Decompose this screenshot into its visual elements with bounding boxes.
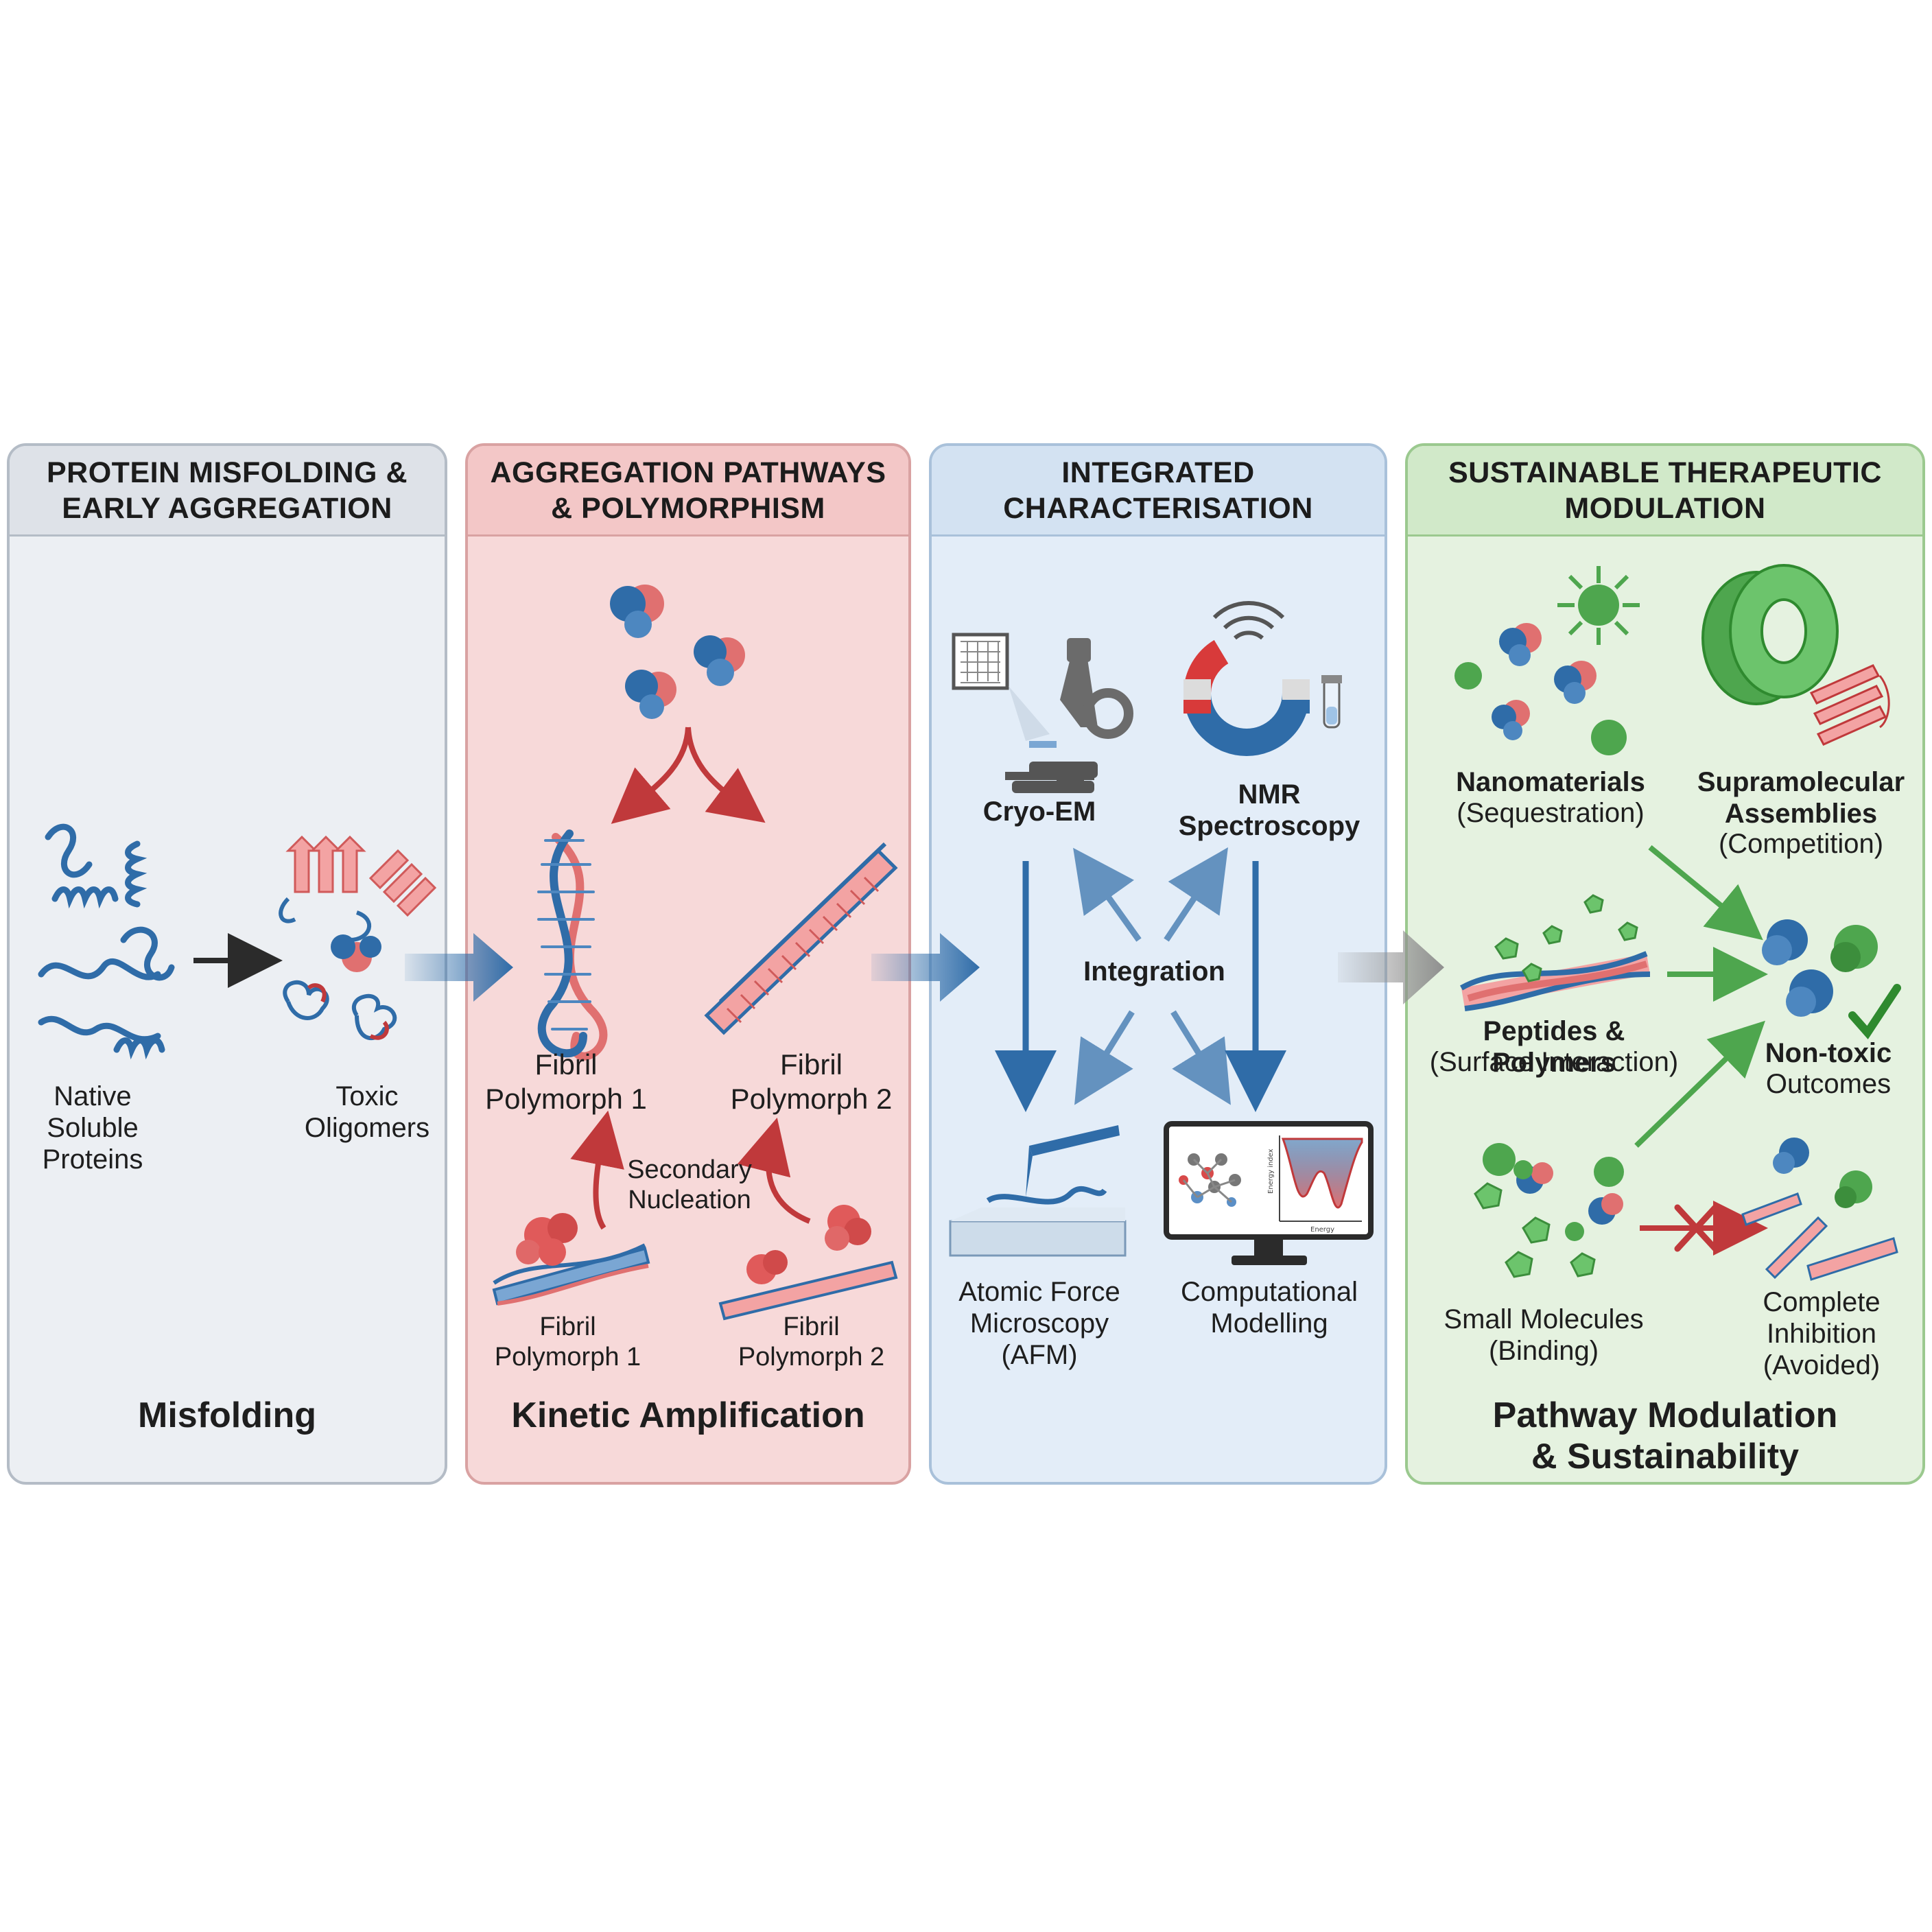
computational-monitor-icon: Energy index Energy xyxy=(1164,1121,1374,1265)
check-icon xyxy=(1848,984,1901,1039)
panel-title: SUSTAINABLE THERAPEUTIC MODULATION xyxy=(1448,456,1882,525)
panel-header: SUSTAINABLE THERAPEUTIC MODULATION xyxy=(1408,446,1922,537)
label-fibril-polymorph-2: Fibril Polymorph 2 xyxy=(730,1048,893,1115)
panel-title: PROTEIN MISFOLDING & EARLY AGGREGATION xyxy=(47,456,408,525)
label-nanomaterials: Nanomaterials xyxy=(1456,767,1645,797)
label-complete-inhibition: Complete Inhibition (Avoided) xyxy=(1763,1287,1881,1380)
flow-arrow-icon xyxy=(405,933,513,1002)
label-integration: Integration xyxy=(1083,956,1225,987)
afm-cantilever-icon xyxy=(949,1125,1127,1257)
branch-arrow-icon xyxy=(611,727,766,824)
flow-arrow-icon xyxy=(871,933,980,1002)
label-supramolecular: Supramolecular Assemblies xyxy=(1697,767,1905,829)
panel-title: INTEGRATED CHARACTERISATION xyxy=(1003,456,1313,525)
toxic-oligomers-icon xyxy=(279,835,437,1041)
flow-arrow-icon xyxy=(1338,930,1444,1004)
label-nanomaterials-sub: (Sequestration) xyxy=(1457,798,1645,828)
label-toxic-oligomers: Toxic Oligomers xyxy=(304,1081,430,1143)
label-supramolecular-sub: (Competition) xyxy=(1718,829,1884,859)
label-computational-modelling: Computational Modelling xyxy=(1181,1277,1358,1339)
non-toxic-clusters-icon xyxy=(1762,919,1878,1017)
panel-title: AGGREGATION PATHWAYS & POLYMORPHISM xyxy=(490,456,886,525)
panel-header: AGGREGATION PATHWAYS & POLYMORPHISM xyxy=(468,446,908,537)
inhibited-fibrils-icon xyxy=(1741,1138,1898,1281)
panel-header: PROTEIN MISFOLDING & EARLY AGGREGATION xyxy=(10,446,445,537)
panel-header: INTEGRATED CHARACTERISATION xyxy=(932,446,1385,537)
footer-pathway-modulation: Pathway Modulation & Sustainability xyxy=(1492,1395,1838,1476)
label-peptides-sub: (Surface Interaction) xyxy=(1429,1047,1679,1077)
native-proteins-icon xyxy=(38,823,175,1060)
nanomaterials-icon xyxy=(1454,566,1640,755)
energy-axis-y-label: Energy index xyxy=(1267,1148,1275,1194)
peptides-fibril-icon xyxy=(1460,894,1651,1011)
panel-characterisation: INTEGRATED CHARACTERISATION xyxy=(929,443,1387,1485)
integration-arrows-icon xyxy=(995,847,1286,1112)
small-molecules-icon xyxy=(1474,1143,1624,1278)
label-non-toxic-sub: Outcomes xyxy=(1765,1069,1892,1099)
cryo-em-microscope-icon xyxy=(952,633,1133,793)
label-cryo-em: Cryo-EM xyxy=(982,797,1096,827)
supramolecular-ring-icon xyxy=(1701,564,1890,746)
nucleation-arrow-icon xyxy=(570,1110,811,1230)
panel-aggregation: AGGREGATION PATHWAYS & POLYMORPHISM xyxy=(465,443,911,1485)
footer-kinetic-amplification: Kinetic Amplification xyxy=(511,1395,865,1435)
label-fibril-polymorph-1-small: Fibril Polymorph 1 xyxy=(494,1312,641,1371)
fibril-polymorph-2-icon xyxy=(704,842,898,1035)
nmr-magnet-icon xyxy=(1183,600,1342,756)
label-nmr-spectroscopy: NMR Spectroscopy xyxy=(1178,779,1360,841)
fibril-nucleation-2-icon xyxy=(718,1205,898,1321)
panel-misfolding: PROTEIN MISFOLDING & EARLY AGGREGATION xyxy=(7,443,447,1485)
oligomer-cluster-icon xyxy=(610,585,745,719)
label-non-toxic: Non-toxic xyxy=(1765,1038,1892,1068)
label-fibril-polymorph-1: Fibril Polymorph 1 xyxy=(485,1048,647,1115)
fibril-nucleation-1-icon xyxy=(492,1213,650,1306)
label-afm: Atomic Force Microscopy (AFM) xyxy=(958,1277,1120,1370)
green-arrows-icon xyxy=(1634,845,1768,1148)
label-native-proteins: Native Soluble Proteins xyxy=(42,1081,143,1175)
fibril-polymorph-1-icon xyxy=(537,829,608,1061)
blocked-arrow-icon xyxy=(1640,1201,1768,1256)
label-small-molecules: Small Molecules (Binding) xyxy=(1444,1304,1644,1366)
energy-axis-x-label: Energy xyxy=(1310,1226,1334,1234)
label-fibril-polymorph-2-small: Fibril Polymorph 2 xyxy=(738,1312,885,1371)
label-peptides-polymers: Peptides & Polymers xyxy=(1483,1016,1625,1078)
label-secondary-nucleation: Secondary Nucleation xyxy=(627,1155,752,1214)
footer-misfolding: Misfolding xyxy=(138,1395,316,1435)
